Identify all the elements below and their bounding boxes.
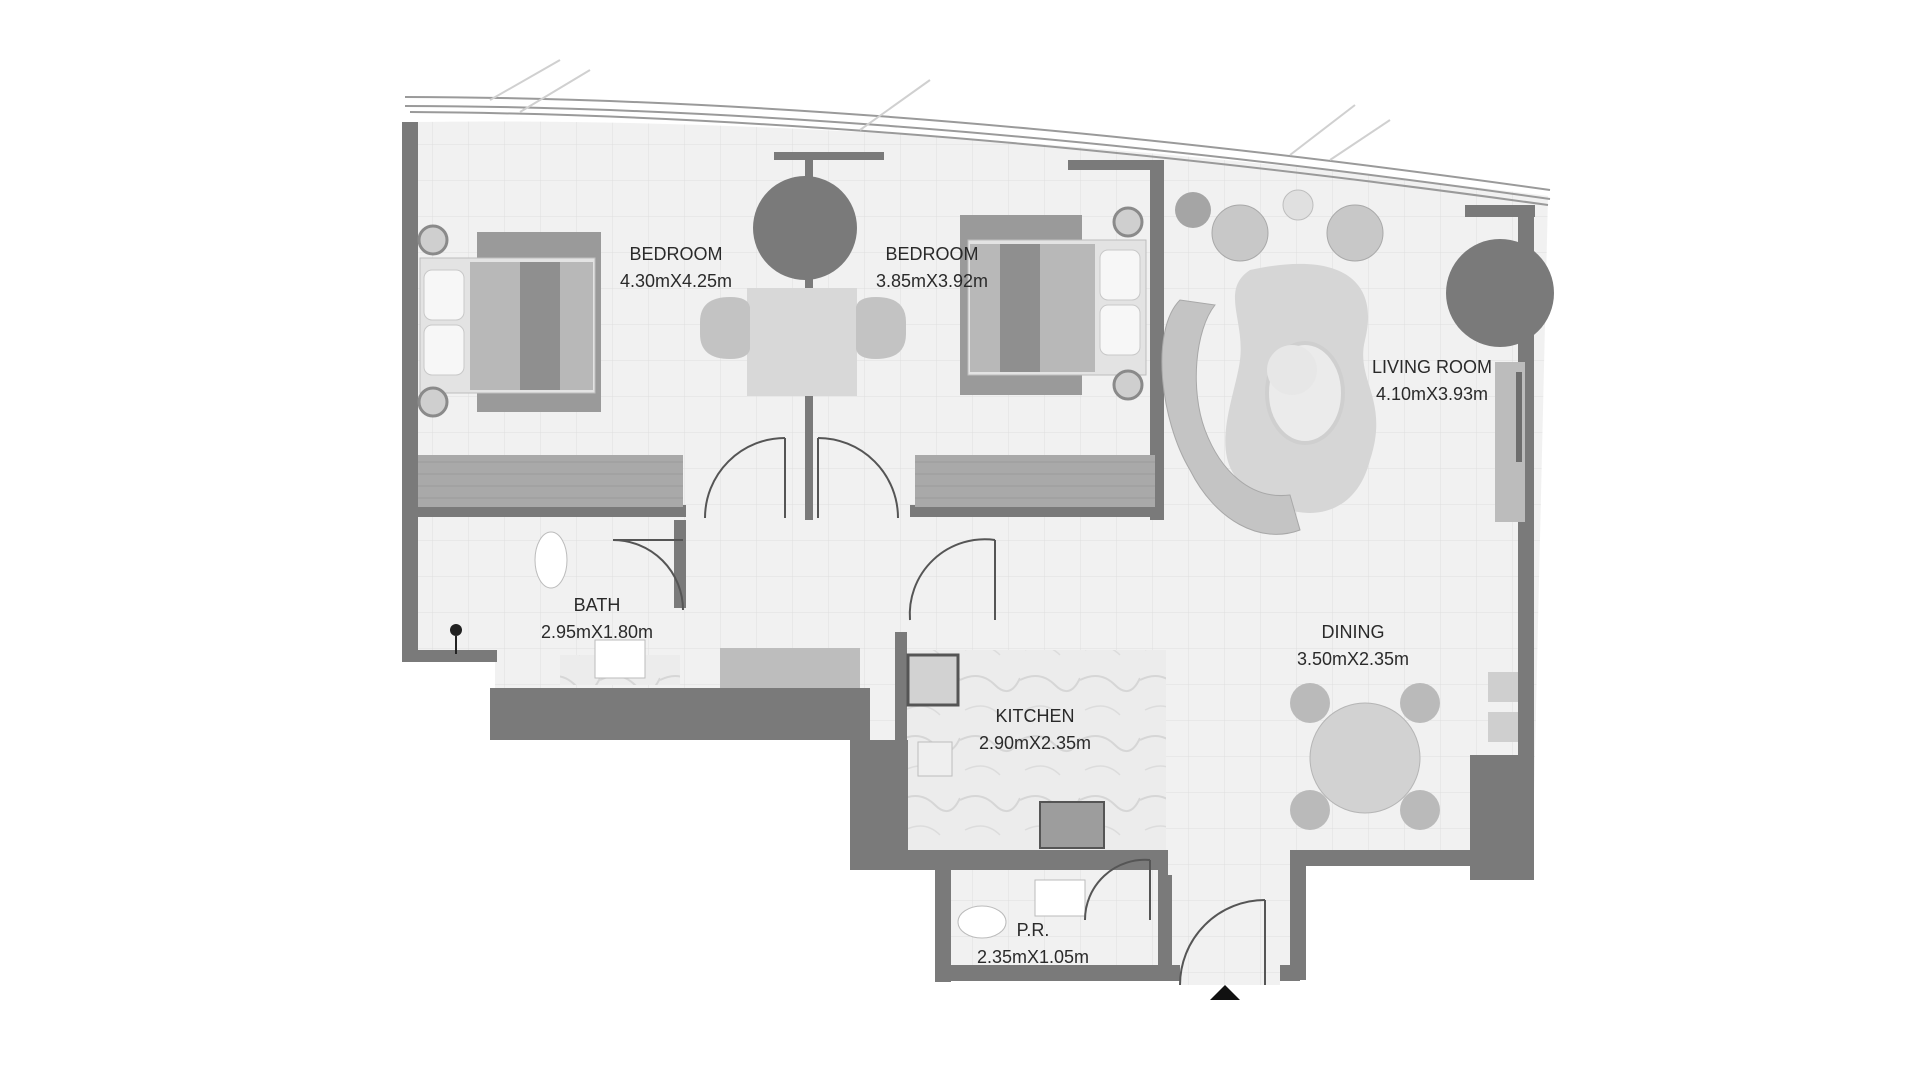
wall-south-bath [490, 688, 870, 740]
pillow [1099, 304, 1141, 356]
bed-runner [520, 262, 560, 390]
dining-furniture [1290, 672, 1518, 830]
room-dimensions: 3.50mX2.35m [1296, 649, 1410, 669]
room-name: KITCHEN [995, 706, 1075, 726]
dining-chair [1290, 683, 1330, 723]
toilet [957, 905, 1007, 939]
pillow [423, 269, 465, 321]
wall-bedroom1-south [418, 505, 686, 517]
room-label-dining: DINING 3.50mX2.35m [1297, 619, 1409, 673]
wall-kitchen-west-inner [895, 632, 907, 854]
kitchen-sink [917, 741, 953, 777]
room-label-kitchen: KITCHEN 2.90mX2.35m [979, 703, 1091, 757]
dining-chair [1290, 790, 1330, 830]
wall-unit [1488, 712, 1518, 742]
door-swing [612, 539, 684, 611]
dining-table [1309, 702, 1421, 814]
desk-chair [700, 297, 750, 359]
desk-area [700, 288, 906, 396]
bedroom-2-furniture [915, 206, 1155, 507]
wall-pr-south [935, 965, 1180, 981]
bath-fixtures [450, 531, 860, 688]
entrance-arrow-icon [1210, 985, 1240, 1000]
curtain-wall-glazing [404, 59, 1551, 206]
room-name: BEDROOM [629, 244, 723, 264]
wall-partition-top [774, 152, 884, 160]
wall-kitchen-corner [1158, 850, 1168, 875]
room-dimensions: 4.30mX4.25m [619, 271, 733, 291]
desk-chair [856, 297, 906, 359]
curved-sofa [1161, 299, 1301, 535]
room-dimensions: 2.35mX1.05m [976, 947, 1090, 967]
room-name: P.R. [1016, 920, 1050, 940]
accent-table [1282, 189, 1314, 221]
side-table [1267, 345, 1317, 395]
desk [747, 288, 857, 396]
room-name: LIVING ROOM [1371, 357, 1493, 377]
shower-head [450, 624, 462, 636]
wall-south-dining [1290, 850, 1485, 866]
dining-chair [1400, 790, 1440, 830]
wardrobe [418, 455, 683, 507]
room-label-bath: BATH 2.95mX1.80m [541, 592, 653, 646]
room-dimensions: 2.90mX2.35m [978, 733, 1092, 753]
toilet [534, 531, 568, 589]
nightstand-lamp [417, 224, 449, 256]
kitchen-fixtures [906, 653, 1105, 849]
door-swing [704, 437, 786, 519]
room-dimensions: 2.95mX1.80m [540, 622, 654, 642]
bath-sink [594, 639, 646, 679]
bedroom-1-furniture [417, 224, 683, 507]
living-room-furniture [1161, 189, 1525, 535]
room-label-powder-room: P.R. 2.35mX1.05m [977, 917, 1089, 971]
room-label-bedroom-1: BEDROOM 4.30mX4.25m [620, 241, 732, 295]
wall-pr-east [1158, 875, 1172, 965]
lounge-chair [1326, 204, 1384, 262]
walls [402, 122, 1535, 982]
wall-corridor-east [1290, 850, 1306, 980]
door-swing [1083, 858, 1151, 921]
pr-sink [1034, 879, 1086, 917]
plant [1175, 192, 1211, 228]
tv-screen [1516, 372, 1522, 462]
room-dimensions: 4.10mX3.93m [1375, 384, 1489, 404]
room-dimensions: 3.85mX3.92m [875, 271, 989, 291]
nightstand-lamp [1112, 369, 1144, 401]
nightstand-lamp [1112, 206, 1144, 238]
wardrobe [915, 455, 1155, 507]
wall-kitchen-south [850, 850, 1160, 870]
wall-bedroom-living [1150, 168, 1164, 520]
room-name: DINING [1321, 622, 1385, 642]
nightstand-lamp [417, 386, 449, 418]
powder-room-fixtures [957, 879, 1086, 939]
lounge-chair [1211, 204, 1269, 262]
room-label-bedroom-2: BEDROOM 3.85mX3.92m [876, 241, 988, 295]
fridge [906, 653, 960, 707]
doors [612, 437, 1266, 986]
wall-bath-west-bottom [402, 650, 497, 662]
room-label-living-room: LIVING ROOM 4.10mX3.93m [1372, 354, 1492, 408]
door-swing [817, 437, 899, 519]
door-swing [908, 538, 996, 621]
wall-unit [1488, 672, 1518, 702]
structural-column [1446, 239, 1554, 347]
structural-column [753, 176, 857, 280]
wall-living-top [1465, 205, 1535, 217]
bath-cabinet [720, 648, 860, 688]
entry-door-swing [1179, 899, 1266, 986]
wall-west [402, 122, 418, 662]
room-name: BEDROOM [885, 244, 979, 264]
wall-bedroom2-south [910, 505, 1160, 517]
bed-runner [1000, 244, 1040, 372]
room-name: BATH [573, 595, 621, 615]
dining-chair [1400, 683, 1440, 723]
cooktop [1039, 801, 1105, 849]
pillow [423, 324, 465, 376]
wall-bath-east [674, 520, 686, 608]
wall-pr-west [935, 870, 951, 982]
pillow [1099, 249, 1141, 301]
wall-bedroom2-top [1068, 160, 1164, 170]
